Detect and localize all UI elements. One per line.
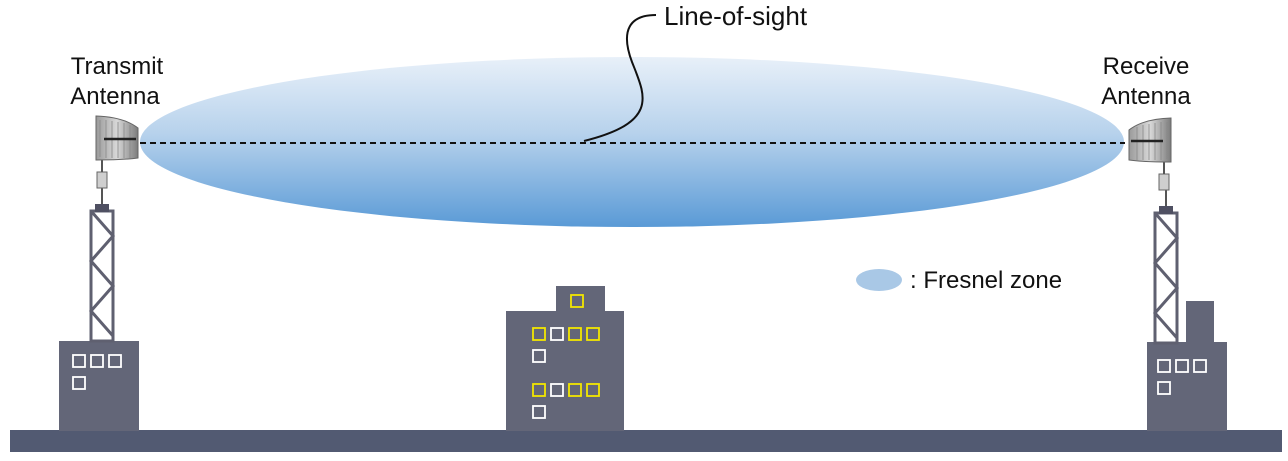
line-of-sight-callout	[583, 14, 657, 142]
legend-fresnel-swatch	[856, 269, 902, 291]
transmit-antenna-label-line1: Transmit	[71, 53, 164, 80]
transmit-dish-icon	[95, 115, 139, 161]
middle-building	[506, 286, 624, 431]
receive-dish-icon	[1128, 117, 1172, 163]
transmit-tower	[89, 158, 115, 343]
receive-building	[1147, 301, 1227, 431]
receive-tower	[1153, 160, 1179, 345]
receive-antenna-label-line1: Receive	[1103, 53, 1190, 80]
transmit-antenna-label-line2: Antenna	[70, 83, 160, 110]
line-of-sight-label: Line-of-sight	[664, 1, 808, 31]
legend-label: : Fresnel zone	[910, 267, 1062, 294]
transmit-building	[59, 341, 139, 431]
receive-antenna-label-line2: Antenna	[1101, 83, 1191, 110]
ground	[10, 430, 1282, 452]
